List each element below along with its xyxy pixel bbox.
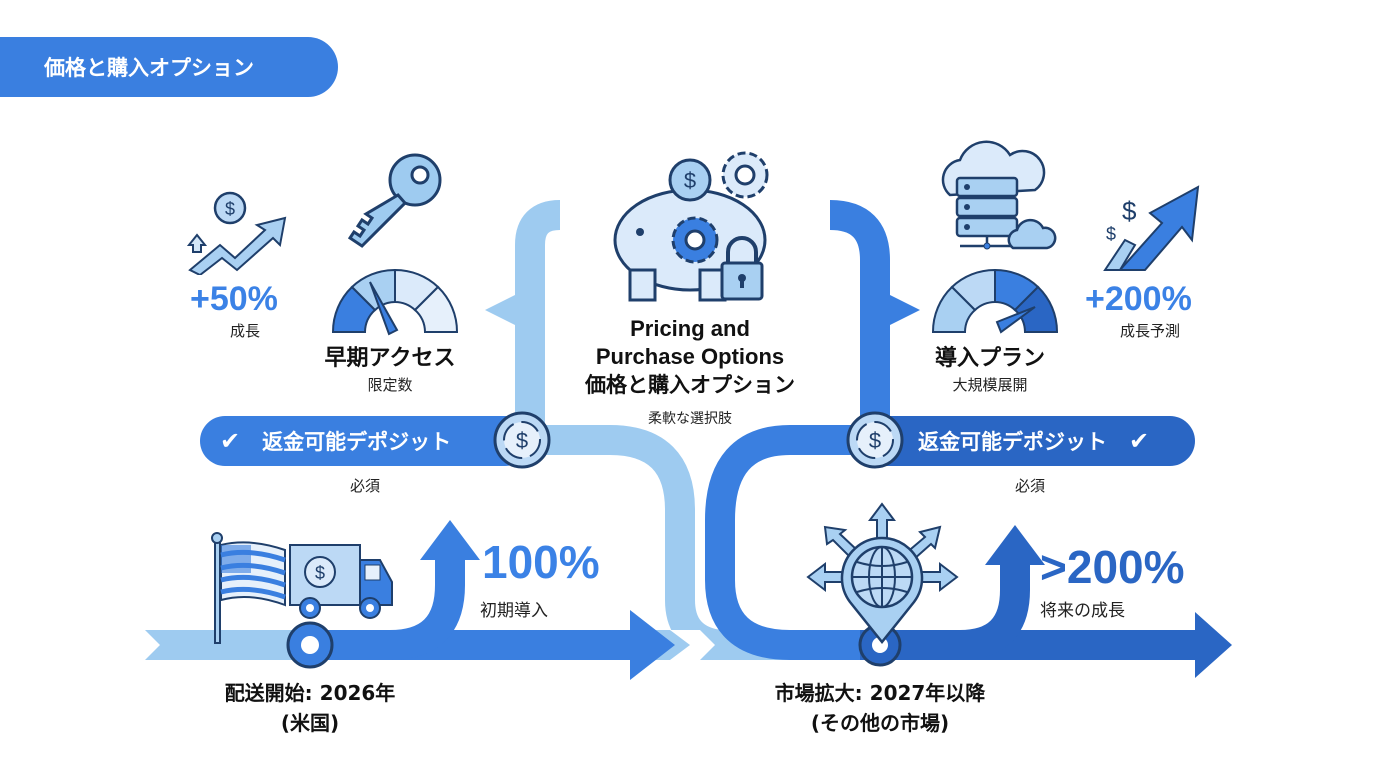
arrow-right-dark — [890, 295, 920, 325]
growth-label-left: 成長 — [229, 322, 260, 340]
market-expansion-region: (その他の市場) — [810, 711, 950, 735]
svg-text:$: $ — [869, 428, 881, 453]
center-title-en-1: Pricing and — [630, 316, 750, 341]
timeline-left-arrowhead — [630, 610, 675, 680]
initial-adoption-value: 100% — [482, 536, 600, 588]
plan-title-right: 導入プラン — [934, 346, 1045, 371]
check-icon: ✔ — [1129, 427, 1150, 455]
deposit-pill-left: ✔ 返金可能デポジット — [200, 416, 530, 466]
up-arrowhead-left — [420, 520, 480, 560]
shipping-start-date: 配送開始: 2026年 — [224, 681, 396, 705]
piggy-bank-gear-lock-icon: $ — [613, 151, 769, 302]
arrow-left-light — [485, 295, 515, 325]
gauge-high-icon — [931, 268, 1059, 334]
timeline-right-arrowhead — [1195, 612, 1232, 678]
shipping-start-region: (米国) — [280, 711, 340, 735]
svg-text:$: $ — [315, 563, 325, 583]
center-subtitle: 柔軟な選択肢 — [648, 411, 732, 427]
plan-subtitle-right: 大規模展開 — [952, 376, 1028, 394]
deposit-note-right: 必須 — [1014, 477, 1045, 495]
cloud-server-icon — [941, 140, 1057, 250]
svg-text:$: $ — [1122, 196, 1137, 226]
gauge-low-icon — [331, 268, 459, 336]
dollar-coin-icon: $ — [493, 411, 551, 469]
growth-value-right: +200% — [1085, 280, 1192, 318]
globe-pin-expansion-icon — [806, 502, 959, 645]
header-title: 価格と購入オプション — [0, 37, 338, 97]
center-title-ja: 価格と購入オプション — [585, 373, 795, 397]
check-icon: ✔ — [220, 427, 241, 455]
shipping-start-label: 配送開始: 2026年 (米国) — [180, 678, 440, 738]
deposit-label-right: 返金可能デポジット — [918, 430, 1107, 454]
svg-text:$: $ — [684, 168, 696, 193]
deposit-pill-right: 返金可能デポジット ✔ — [860, 416, 1195, 466]
us-flag-delivery-truck-icon: $ — [211, 532, 393, 644]
plan-title-left: 早期アクセス — [324, 346, 456, 371]
key-icon — [347, 153, 442, 248]
future-growth-value: >200% — [1040, 541, 1185, 593]
up-arrowhead-right — [985, 525, 1045, 565]
market-expansion-date: 市場拡大: 2027年以降 — [774, 681, 986, 705]
growth-value-left: +50% — [190, 280, 278, 318]
future-growth-label: 将来の成長 — [1040, 601, 1125, 621]
deposit-note-left: 必須 — [349, 477, 380, 495]
center-title-en-2: Purchase Options — [595, 344, 785, 369]
plan-subtitle-left: 限定数 — [367, 376, 413, 394]
svg-text:$: $ — [225, 199, 235, 219]
up-branch-right — [880, 560, 1030, 660]
growth-chart-dollar-icon: $ — [186, 191, 287, 275]
market-expansion-label: 市場拡大: 2027年以降 (その他の市場) — [740, 678, 1020, 738]
svg-text:$: $ — [516, 428, 528, 453]
growth-arrow-dollar-icon: $ $ — [1103, 185, 1200, 271]
initial-adoption-label: 初期導入 — [480, 601, 548, 621]
svg-text:$: $ — [1106, 224, 1116, 244]
flow-dark-path — [705, 200, 890, 660]
growth-label-right: 成長予測 — [1119, 322, 1180, 340]
dollar-coin-icon: $ — [846, 411, 904, 469]
deposit-label-left: 返金可能デポジット — [262, 430, 452, 454]
up-branch-left — [310, 555, 465, 660]
